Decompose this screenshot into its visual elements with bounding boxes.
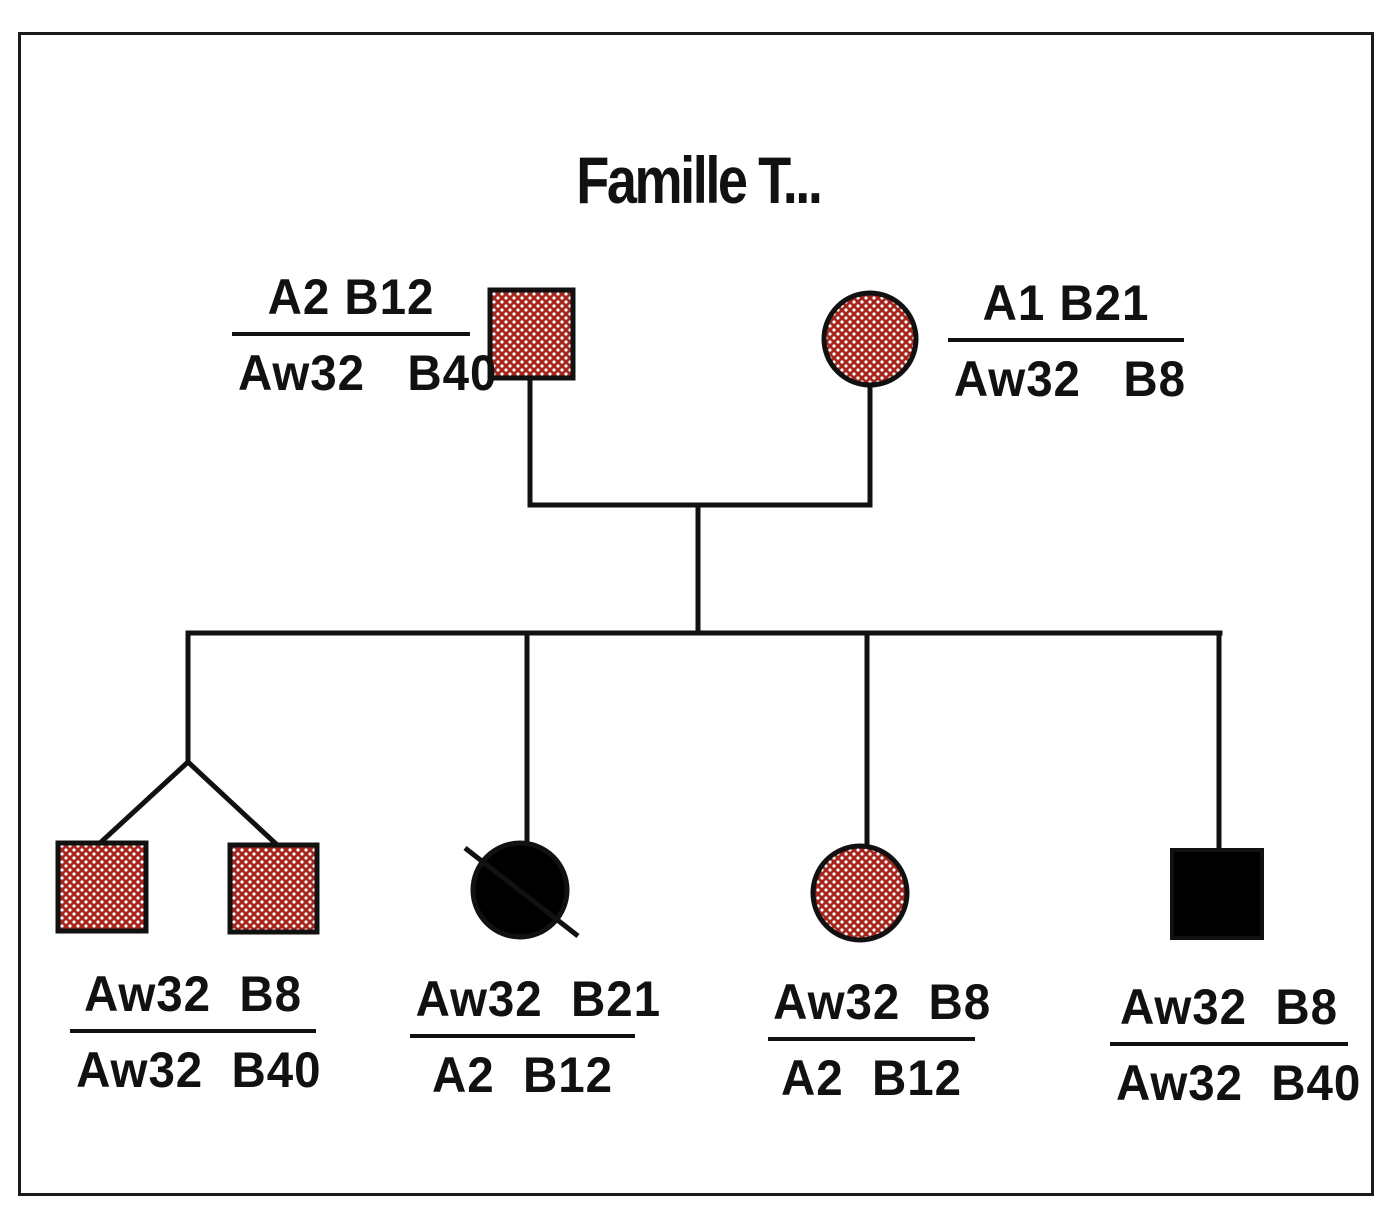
- child-3-haplotype-bottom: A2 B12: [781, 1050, 962, 1106]
- child-4-haplotype-bottom: Aw32 B40: [1115, 1055, 1362, 1111]
- affected-male-square-symbol: [1170, 848, 1264, 940]
- twin-1-branch: [96, 758, 192, 847]
- child-2-haplotype-bottom: A2 B12: [432, 1047, 613, 1103]
- twin-2-square-symbol: [227, 842, 320, 935]
- child-2-genotype: Aw32 B21 A2 B12: [410, 970, 661, 1104]
- mother-circle-symbol: [821, 290, 919, 388]
- child-3-haplotype-top: Aw32 B8: [773, 974, 992, 1030]
- child-4-genotype: Aw32 B8 Aw32 B40: [1110, 978, 1362, 1112]
- twin-2-branch: [184, 758, 279, 847]
- figure-frame: [18, 32, 1374, 1196]
- deceased-slash-mark: [463, 846, 580, 938]
- mother-genotype: A1 B21 Aw32 B8: [948, 274, 1186, 408]
- child-2-haplotype-top: Aw32 B21: [415, 971, 661, 1027]
- pedigree-lines: [96, 377, 1223, 853]
- father-haplotype-top: A2 B12: [267, 269, 435, 325]
- child-4-haplotype-top: Aw32 B8: [1120, 979, 1338, 1035]
- father-genotype-rule: [232, 332, 470, 336]
- child-3-circle-symbol: [810, 843, 910, 943]
- twins-haplotype-top: Aw32 B8: [84, 966, 302, 1022]
- father-genotype: A2 B12 Aw32 B40: [232, 268, 498, 402]
- twins-genotype-rule: [70, 1029, 316, 1033]
- twins-genotype: Aw32 B8 Aw32 B40: [70, 965, 322, 1099]
- twins-haplotype-bottom: Aw32 B40: [76, 1042, 322, 1098]
- child-3-genotype: Aw32 B8 A2 B12: [768, 973, 992, 1107]
- child-4-genotype-rule: [1110, 1042, 1348, 1046]
- child-2-genotype-rule: [410, 1034, 635, 1038]
- child-3-genotype-rule: [768, 1037, 975, 1041]
- father-haplotype-bottom: Aw32 B40: [237, 345, 498, 401]
- twin-1-square-symbol: [55, 840, 149, 934]
- mother-genotype-rule: [948, 338, 1184, 342]
- father-square-symbol: [487, 287, 576, 381]
- mother-haplotype-top: A1 B21: [982, 275, 1150, 331]
- pedigree-title: Famille T...: [576, 143, 823, 217]
- mother-haplotype-bottom: Aw32 B8: [953, 351, 1186, 407]
